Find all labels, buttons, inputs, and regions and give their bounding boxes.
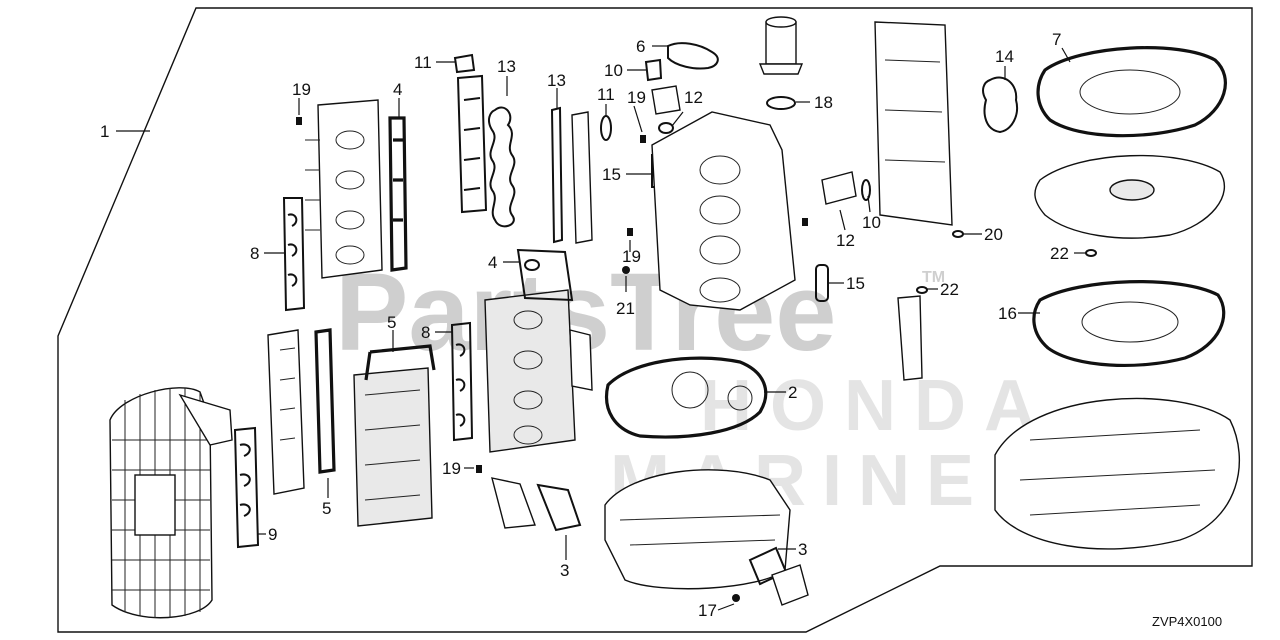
callout-4-middle: 4: [488, 253, 497, 272]
left-cylinder-head-upper: [305, 99, 383, 279]
seal-21: [622, 266, 630, 274]
gasket-4-upper: [388, 116, 408, 272]
gasket-5-left: [314, 328, 336, 474]
kit-boundary-outline: [57, 7, 1253, 633]
cover-3-left: [491, 477, 536, 529]
callout-19-b: 19: [627, 88, 646, 107]
callout-19-c: 19: [622, 247, 641, 266]
bolt-19-a: [296, 117, 302, 125]
gasket-5-right: [364, 344, 436, 381]
gasket-11-strip: [456, 74, 488, 214]
drawing-code: ZVP4X0100: [1152, 614, 1222, 629]
callout-20: 20: [984, 225, 1003, 244]
bolt-19-e: [802, 218, 808, 226]
gasket-13-left: [487, 106, 516, 228]
oil-strainer: [897, 295, 923, 381]
oil-case: [994, 397, 1241, 550]
gasket-7: [1036, 46, 1227, 138]
callout-1: 1: [100, 122, 109, 141]
watermark-trademark: TM: [922, 269, 945, 286]
callout-15-left: 15: [602, 165, 621, 184]
gasket-4-middle: [516, 248, 574, 302]
seal-10-top: [644, 58, 663, 82]
seal-11-right: [600, 115, 612, 141]
callout-7: 7: [1052, 30, 1061, 49]
head-cover-strip: [571, 111, 593, 244]
callout-21: 21: [616, 299, 635, 318]
extension-case: [874, 21, 953, 226]
thermostat-cap: [758, 16, 804, 75]
callout-5-lower: 5: [322, 499, 331, 518]
leader-lines: [116, 45, 1086, 611]
gasket-2: [605, 356, 768, 439]
callout-8-middle: 8: [421, 323, 430, 342]
gasket-13-right: [550, 106, 564, 244]
callout-3-right: 3: [798, 540, 807, 559]
callout-19-a: 19: [292, 80, 311, 99]
seal-11-top: [453, 53, 476, 74]
seal-20: [952, 230, 964, 238]
gasket-3-left: [536, 483, 582, 532]
callout-18: 18: [814, 93, 833, 112]
right-cylinder-head: [484, 289, 593, 453]
callout-22-a: 22: [940, 280, 959, 299]
gasket-14: [982, 76, 1018, 134]
callout-12-top: 12: [684, 88, 703, 107]
callout-6: 6: [636, 37, 645, 56]
thermostat-housing: [651, 85, 681, 115]
callout-17: 17: [698, 601, 717, 620]
gasket-9: [233, 426, 260, 549]
callout-10-right: 10: [862, 213, 881, 232]
callout-8-left: 8: [250, 244, 259, 263]
callout-9: 9: [268, 525, 277, 544]
callout-10-top: 10: [604, 61, 623, 80]
gasket-6: [667, 42, 719, 70]
seal-12-top: [658, 122, 674, 134]
callout-4-upper: 4: [393, 80, 402, 99]
gasket-8-middle: [450, 321, 474, 442]
o-ring-18: [766, 96, 796, 110]
oil-pan: [604, 469, 791, 590]
callout-22-b: 22: [1050, 244, 1069, 263]
callout-11-right: 11: [597, 85, 615, 104]
gasket-8-left: [282, 197, 306, 312]
callout-12-right: 12: [836, 231, 855, 250]
callout-16: 16: [998, 304, 1017, 323]
callout-3-left: 3: [560, 561, 569, 580]
callout-14: 14: [995, 47, 1014, 66]
seal-22-b: [1085, 249, 1097, 257]
callout-5-upper: 5: [387, 313, 396, 332]
callout-13-left: 13: [497, 57, 516, 76]
seal-17: [732, 594, 740, 602]
callout-19-d: 19: [442, 459, 461, 478]
seal-22-a: [916, 286, 928, 294]
engine-block: [651, 111, 796, 311]
callout-15-right: 15: [846, 274, 865, 293]
bolt-19-c: [627, 228, 633, 236]
seal-10-right: [861, 179, 871, 201]
bolt-19-b: [640, 135, 646, 143]
bolt-19-d: [476, 465, 482, 473]
callout-13-right: 13: [547, 71, 566, 90]
cover-3-right: [771, 564, 809, 606]
cylinder-head-lower: [353, 367, 433, 527]
intake-silencer: [109, 387, 233, 619]
callout-11-left: 11: [414, 53, 432, 72]
callout-2: 2: [788, 383, 797, 402]
callout-labels: 1 2 3 3 4 4 5 5 6 7 8 8 9 10 10 11 11 12…: [100, 30, 1069, 620]
gasket-16: [1032, 280, 1226, 368]
valve-cover-left-lower: [267, 329, 305, 495]
water-housing-12: [821, 171, 857, 205]
mount-plate: [1034, 154, 1226, 239]
watermark-sub-brand-line1: HONDA: [700, 366, 1054, 446]
